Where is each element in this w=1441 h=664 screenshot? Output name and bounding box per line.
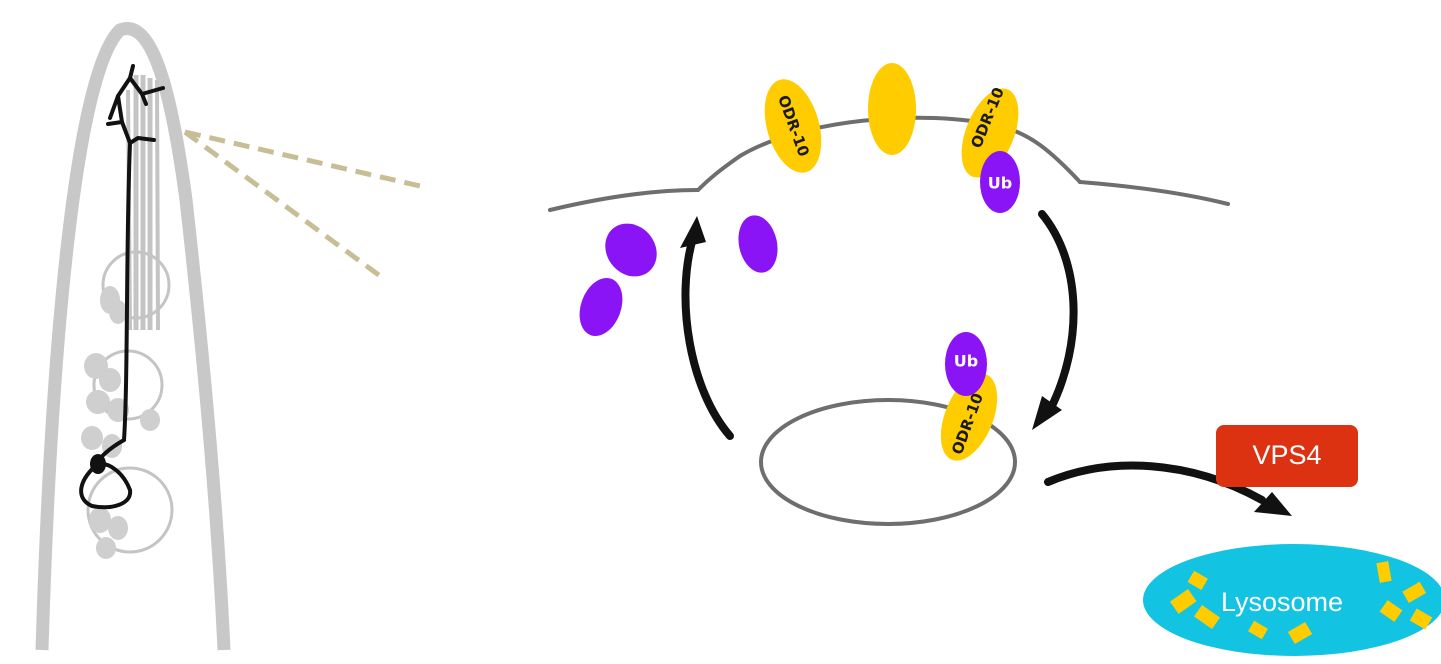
arrowheads bbox=[680, 216, 1292, 516]
free-ubiquitin bbox=[579, 215, 778, 337]
recycling-arrowhead bbox=[680, 216, 706, 248]
receptor-odr10-left: ODR-10 bbox=[764, 79, 822, 173]
lysosome-label: Lysosome bbox=[1221, 587, 1343, 617]
ub-top-label: Ub bbox=[988, 174, 1012, 193]
ub-vesicle-label: Ub bbox=[954, 352, 978, 371]
receptor-center bbox=[868, 63, 916, 155]
endosome bbox=[759, 398, 1017, 526]
awa-neuron bbox=[79, 64, 165, 510]
lysosome-arrowhead bbox=[1254, 492, 1292, 516]
ubiquitin-top: Ub bbox=[980, 151, 1020, 213]
ubiquitin-vesicle: Ub bbox=[945, 332, 987, 396]
vps4-label: VPS4 bbox=[1252, 440, 1321, 470]
endocytosis-arrow bbox=[1038, 210, 1078, 414]
neuron-cell-body bbox=[90, 454, 106, 474]
degraded-fragments bbox=[1169, 561, 1433, 645]
vps4-box: VPS4 bbox=[1216, 425, 1358, 487]
worm-body-outline bbox=[35, 22, 231, 651]
endocytosis-arrowhead bbox=[1032, 396, 1062, 430]
zoom-lines bbox=[183, 129, 421, 279]
worm-head-illustration bbox=[35, 22, 421, 651]
lysosome: Lysosome bbox=[1143, 544, 1441, 656]
cell-bodies bbox=[81, 286, 160, 559]
recycling-arrow bbox=[681, 234, 734, 440]
